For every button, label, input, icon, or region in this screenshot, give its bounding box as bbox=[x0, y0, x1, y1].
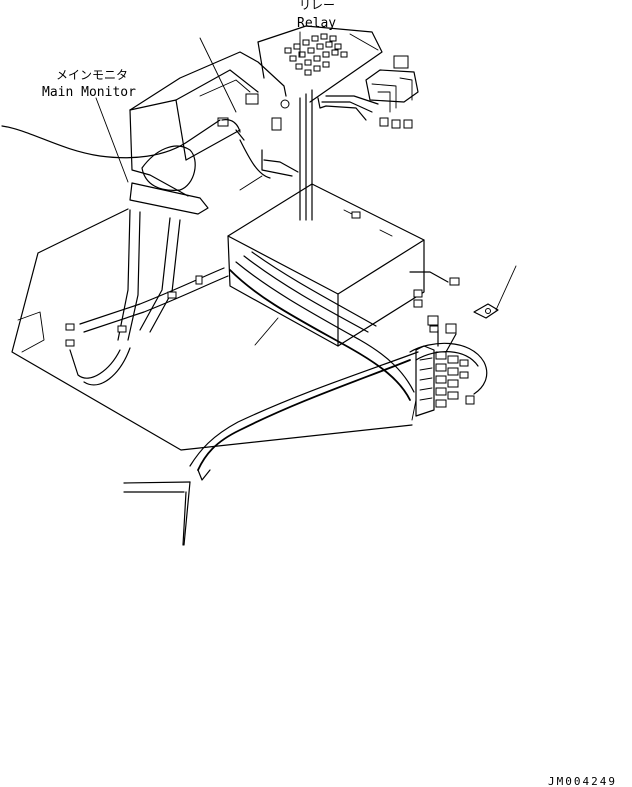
main-monitor-label-en: Main Monitor bbox=[42, 85, 136, 100]
steering-column bbox=[69, 209, 181, 386]
cab-floor-outline bbox=[11, 208, 413, 451]
relay-label-jp: リレー bbox=[299, 0, 335, 12]
drawing-code: JM004249 bbox=[548, 775, 617, 787]
battery-right-connectors bbox=[409, 271, 499, 319]
main-monitor-label: メインモニタ Main Monitor bbox=[42, 68, 136, 100]
right-relay-block bbox=[365, 55, 419, 129]
mid-panel-parts bbox=[217, 93, 299, 179]
vertical-harness bbox=[299, 89, 379, 221]
leader-lines bbox=[95, 31, 517, 421]
battery-box bbox=[227, 183, 425, 347]
relay-label: リレー Relay bbox=[297, 0, 336, 31]
relay-label-en: Relay bbox=[297, 16, 336, 31]
main-monitor-housing bbox=[129, 51, 287, 215]
right-connector-bank bbox=[409, 315, 488, 417]
main-harness bbox=[1, 119, 419, 546]
main-monitor-label-jp: メインモニタ bbox=[56, 68, 128, 82]
relay-panel bbox=[257, 25, 383, 103]
relay-cluster bbox=[284, 33, 348, 76]
